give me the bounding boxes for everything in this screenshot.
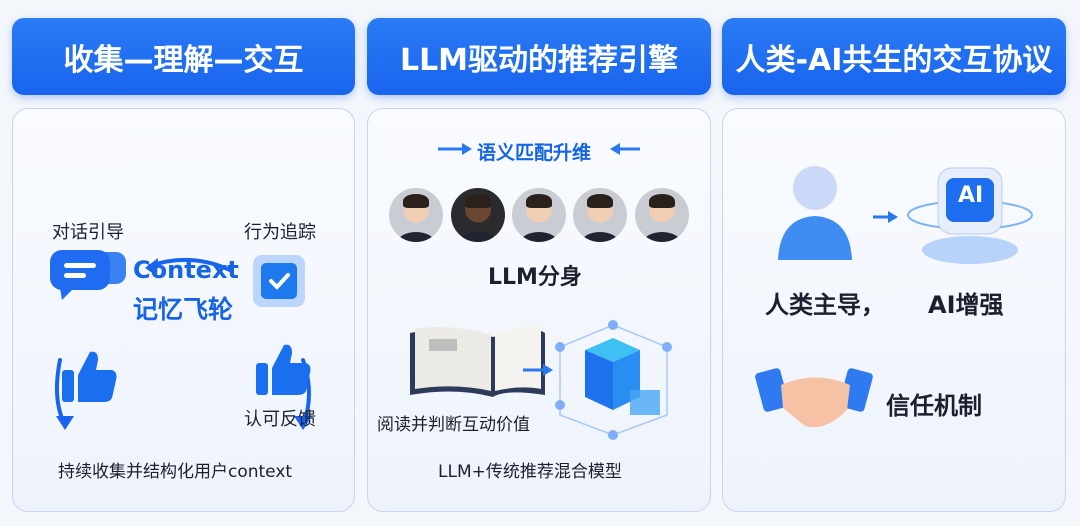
ai-augment-label: AI增强 [928,291,1004,319]
header-human-ai-protocol: 人类-AI共生的交互协议 [722,18,1066,95]
behavior-tracking-label: 行为追踪 [244,222,316,243]
context-title: Context [133,256,239,284]
arrow-track-to-chat [148,257,232,272]
ai-badge-text: AI [958,183,984,208]
memory-flywheel-title: 记忆飞轮 [133,295,234,324]
human-led-label: 人类主导， [765,291,885,319]
model-cube-icon [555,320,672,440]
book-to-model-graphic [410,320,672,440]
semantic-match-label: 语义匹配升维 [477,142,592,164]
flywheel-arrows [50,250,312,430]
avatar [512,188,566,242]
panel-context-flywheel [12,108,355,512]
header-collect-understand-interact: 收集—理解—交互 [12,18,355,95]
header-llm-recommendation-engine: LLM驱动的推荐引擎 [367,18,711,95]
open-book-icon [410,326,545,397]
trust-mechanism-label: 信任机制 [886,392,982,420]
human-ai-graphic [778,166,1033,264]
thumbs-up-feedback-icon [256,344,311,395]
panel-llm-engine [367,108,711,512]
semantic-arrows [438,143,640,155]
handshake-icon [755,368,873,428]
checkbox-icon [253,255,305,307]
read-judge-label: 阅读并判断互动价值 [377,415,530,435]
panel2-footer: LLM+传统推荐混合模型 [438,462,622,482]
thumbs-up-icon [62,351,117,402]
avatar [389,188,443,242]
panel1-footer: 持续收集并结构化用户context [58,462,293,482]
avatar [573,188,627,242]
avatar [635,188,689,242]
panel-human-ai [722,108,1066,512]
chat-bubbles-icon [50,250,126,300]
avatar [451,188,505,242]
ai-robot-icon [907,167,1033,264]
person-icon [778,166,852,260]
llm-avatar-label: LLM分身 [488,265,582,290]
feedback-label: 认可反馈 [244,409,316,430]
chat-guidance-label: 对话引导 [52,222,124,243]
